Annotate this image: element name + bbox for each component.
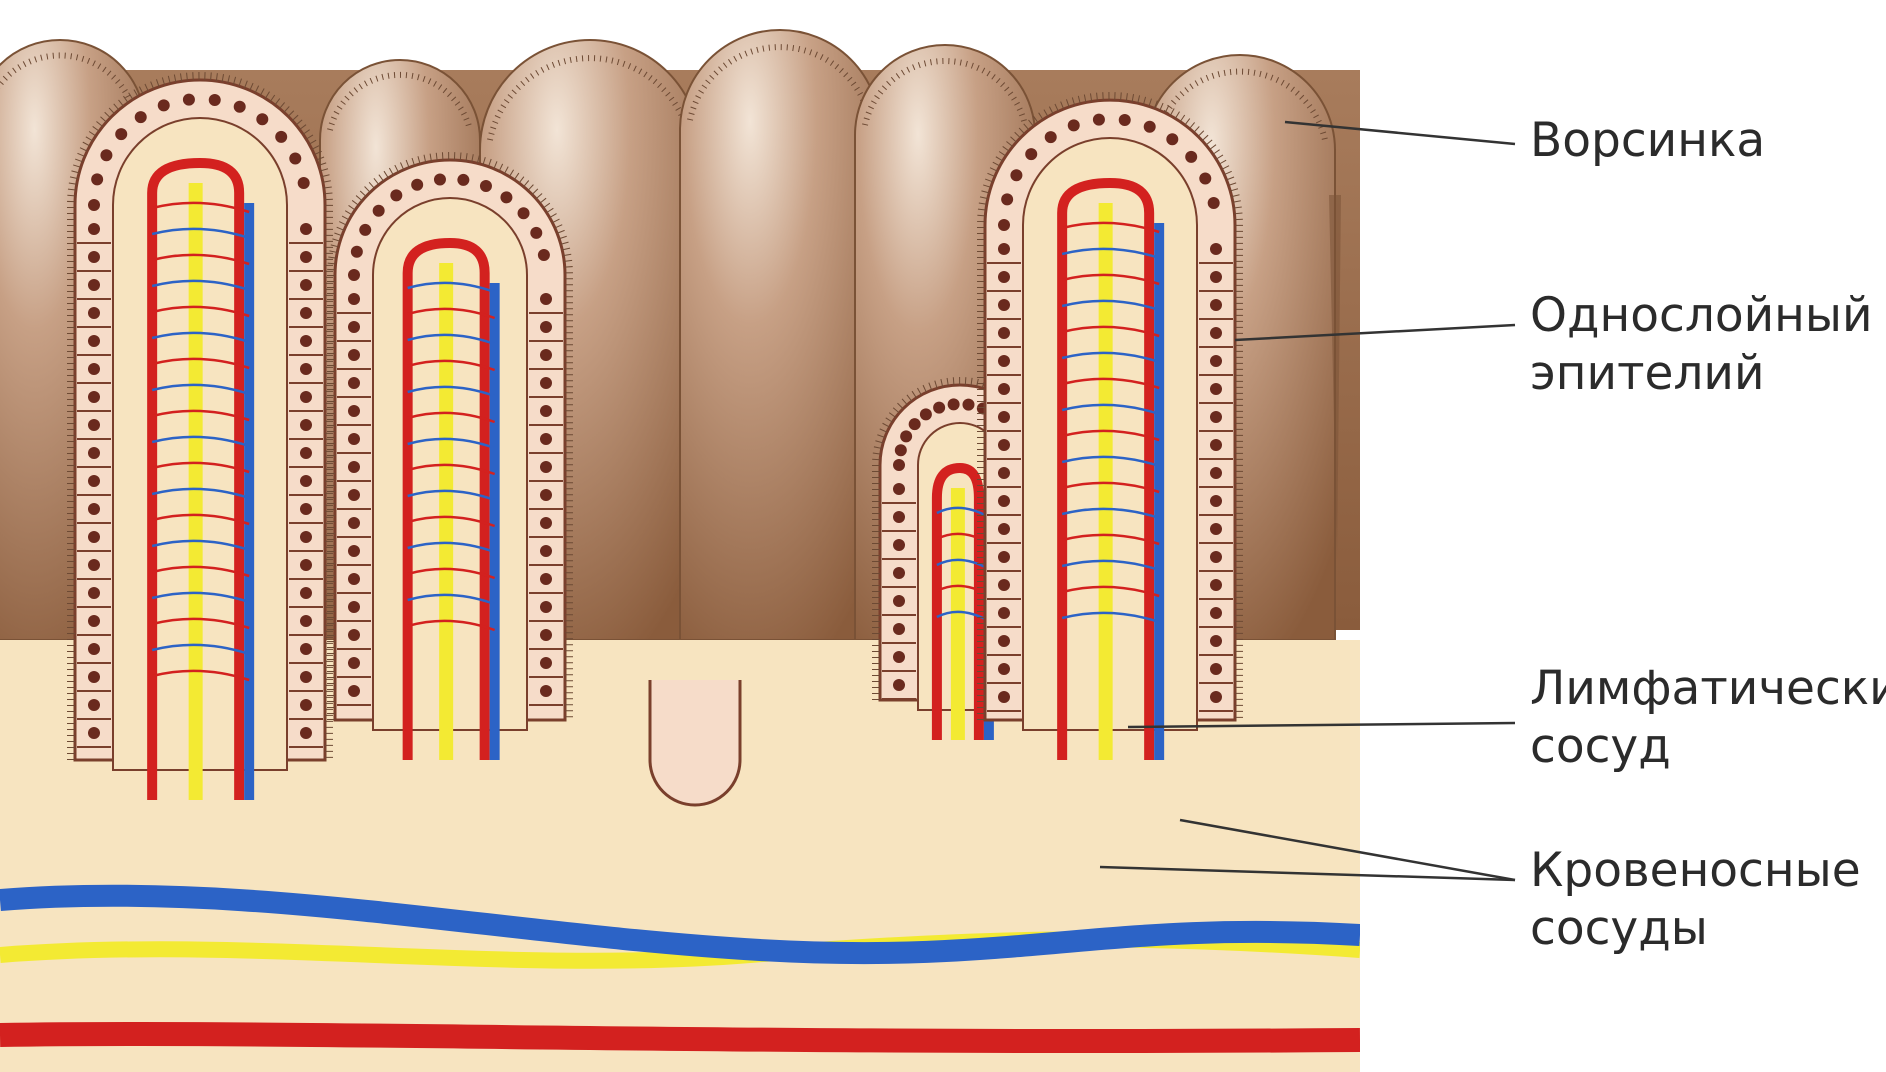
label-epithelium: Однослойный эпителий xyxy=(1530,287,1873,403)
leader-epithelium xyxy=(1235,325,1515,340)
leader-lymph xyxy=(1128,723,1515,727)
label-villus: Ворсинка xyxy=(1530,112,1765,170)
leader-villus xyxy=(1285,122,1515,144)
label-lymph-vessel: Лимфатический сосуд xyxy=(1530,660,1886,776)
label-blood-vessels: Кровеносные сосуды xyxy=(1530,842,1861,958)
